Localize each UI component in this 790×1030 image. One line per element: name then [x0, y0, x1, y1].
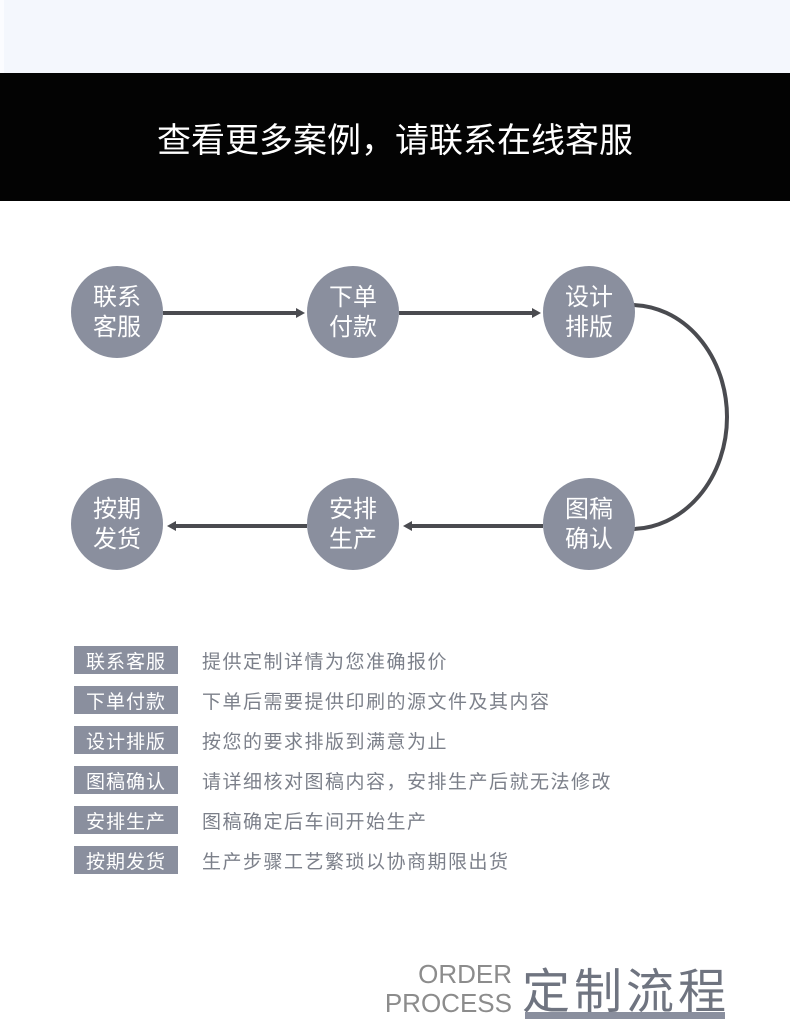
step-desc: 生产步骤工艺繁琐以协商期限出货 — [202, 850, 510, 873]
arrowhead-icon — [403, 521, 412, 531]
step-item: 下单付款 下单后需要提供印刷的源文件及其内容 — [74, 686, 551, 714]
step-desc: 下单后需要提供印刷的源文件及其内容 — [202, 690, 551, 713]
flow-node-order: 下单 付款 — [307, 266, 399, 358]
banner-text: 查看更多案例，请联系在线客服 — [157, 120, 633, 161]
step-item: 设计排版 按您的要求排版到满意为止 — [74, 726, 448, 754]
node-text: 确认 — [565, 525, 613, 553]
step-label: 联系客服 — [74, 646, 178, 674]
step-desc: 图稿确定后车间开始生产 — [202, 810, 428, 833]
node-text: 排版 — [565, 313, 613, 341]
section-title-en: ORDER PROCESS — [366, 960, 512, 1018]
node-text: 下单 — [329, 283, 377, 311]
node-text: 设计 — [565, 283, 613, 311]
top-strip-edge — [0, 0, 4, 73]
node-text: 安排 — [329, 495, 377, 523]
section-title-cn: 定制流程 — [522, 964, 731, 1020]
arrowhead-icon — [532, 308, 541, 318]
flow-node-produce: 安排 生产 — [307, 478, 399, 570]
arrowhead-icon — [167, 521, 176, 531]
step-label: 下单付款 — [74, 686, 178, 714]
node-text: 发货 — [93, 525, 141, 553]
node-text: 付款 — [329, 313, 377, 341]
title-underline-bar — [525, 1012, 725, 1019]
arrowhead-icon — [296, 308, 305, 318]
step-label: 图稿确认 — [74, 766, 178, 794]
step-label: 安排生产 — [74, 806, 178, 834]
flow-connectors — [163, 303, 729, 531]
step-item: 图稿确认 请详细核对图稿内容，安排生产后就无法修改 — [74, 766, 612, 794]
step-desc: 请详细核对图稿内容，安排生产后就无法修改 — [202, 770, 613, 793]
step-desc: 提供定制详情为您准确报价 — [202, 650, 449, 673]
step-desc: 按您的要求排版到满意为止 — [202, 730, 449, 753]
flow-node-contact: 联系 客服 — [71, 266, 163, 358]
node-text: 联系 — [93, 283, 141, 311]
step-label: 设计排版 — [74, 726, 178, 754]
node-text: 图稿 — [565, 495, 613, 523]
step-item: 按期发货 生产步骤工艺繁琐以协商期限出货 — [74, 846, 510, 874]
flow-node-ship: 按期 发货 — [71, 478, 163, 570]
step-item: 联系客服 提供定制详情为您准确报价 — [74, 646, 448, 674]
title-en-line2: PROCESS — [384, 988, 512, 1018]
title-en-line1: ORDER — [418, 959, 512, 989]
flow-node-design: 设计 排版 — [543, 266, 635, 358]
top-strip — [0, 0, 790, 73]
flow-node-confirm: 图稿 确认 — [543, 478, 635, 570]
node-text: 客服 — [93, 313, 141, 341]
node-text: 按期 — [93, 495, 141, 523]
node-text: 生产 — [329, 525, 377, 553]
contact-banner: 查看更多案例，请联系在线客服 — [0, 73, 790, 201]
process-flow-diagram: 联系 客服 下单 付款 设计 排版 图稿 确认 安排 生产 按期 发货 — [71, 266, 729, 570]
step-item: 安排生产 图稿确定后车间开始生产 — [74, 806, 428, 834]
step-label: 按期发货 — [74, 846, 178, 874]
arc-3-4 — [630, 303, 729, 531]
